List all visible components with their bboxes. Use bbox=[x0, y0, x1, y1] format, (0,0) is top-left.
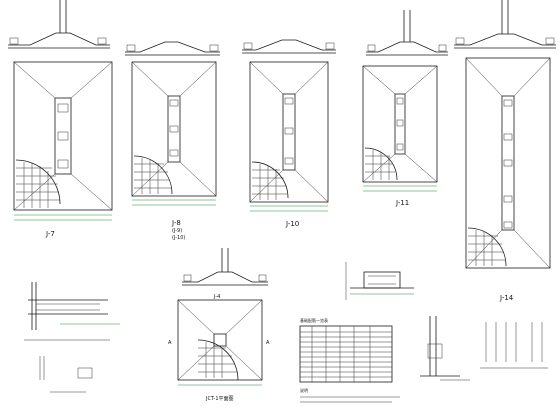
j8-label: J-8 bbox=[171, 219, 181, 227]
section-detail bbox=[345, 262, 414, 300]
rebar-schedule-table: 基础配筋一览表 说明 bbox=[299, 317, 400, 403]
j10-rebar-grid bbox=[251, 161, 289, 200]
detail-right bbox=[420, 316, 548, 381]
footing-j14: J-14 bbox=[454, 0, 556, 302]
j10-label: J-10 bbox=[285, 220, 299, 228]
footing-j10: J-10 bbox=[242, 39, 336, 228]
beam-detail-lower-left bbox=[24, 282, 120, 393]
j4-plan-outline bbox=[177, 299, 263, 381]
j14-pedestal bbox=[501, 95, 515, 231]
footing-j7: J-7 bbox=[8, 0, 113, 238]
j10-elevation bbox=[242, 39, 336, 51]
j4-plan-caption: JCT-1平面图 bbox=[205, 396, 234, 402]
j7-label: J-7 bbox=[45, 230, 55, 238]
table-notes-heading: 说明 bbox=[300, 387, 308, 393]
j14-plan-outline bbox=[465, 57, 551, 269]
j7-rebar-grid bbox=[15, 159, 61, 208]
j11-pedestal bbox=[394, 93, 406, 155]
j4-label: J-4 bbox=[213, 294, 220, 300]
table-title: 基础配筋一览表 bbox=[300, 317, 328, 323]
j4-elevation bbox=[182, 271, 268, 283]
j11-elevation bbox=[366, 41, 448, 53]
j11-plan-outline bbox=[362, 65, 438, 183]
j4-pedestal bbox=[213, 333, 227, 347]
j8-plan-outline bbox=[131, 61, 217, 197]
j7-plan-outline bbox=[13, 61, 113, 211]
j14-elevation bbox=[454, 33, 556, 46]
footing-j4: J-4 A A JCT-1平面图 bbox=[168, 248, 270, 402]
j4-rebar-grid bbox=[197, 339, 239, 381]
j11-label: J-11 bbox=[395, 199, 409, 207]
j8-pedestal bbox=[167, 95, 181, 163]
j11-rebar-grid bbox=[364, 147, 398, 181]
j7-elevation bbox=[8, 32, 110, 46]
j14-rebar-grid bbox=[467, 227, 507, 267]
footing-j11: J-11 bbox=[362, 10, 448, 207]
j7-pedestal bbox=[54, 97, 72, 175]
footing-j8: J-8 (J-9) (J-10) bbox=[125, 41, 220, 241]
j10-plan-outline bbox=[249, 61, 329, 203]
j4-section-mark-left: A bbox=[168, 340, 172, 346]
j4-section-mark-right: A bbox=[266, 340, 270, 346]
j8-sub-label-2: (J-10) bbox=[172, 235, 185, 241]
j10-pedestal bbox=[282, 93, 296, 171]
j8-rebar-grid bbox=[133, 155, 173, 195]
j8-sub-label-1: (J-9) bbox=[172, 228, 182, 234]
j14-label: J-14 bbox=[499, 294, 514, 302]
j8-elevation bbox=[125, 41, 220, 53]
